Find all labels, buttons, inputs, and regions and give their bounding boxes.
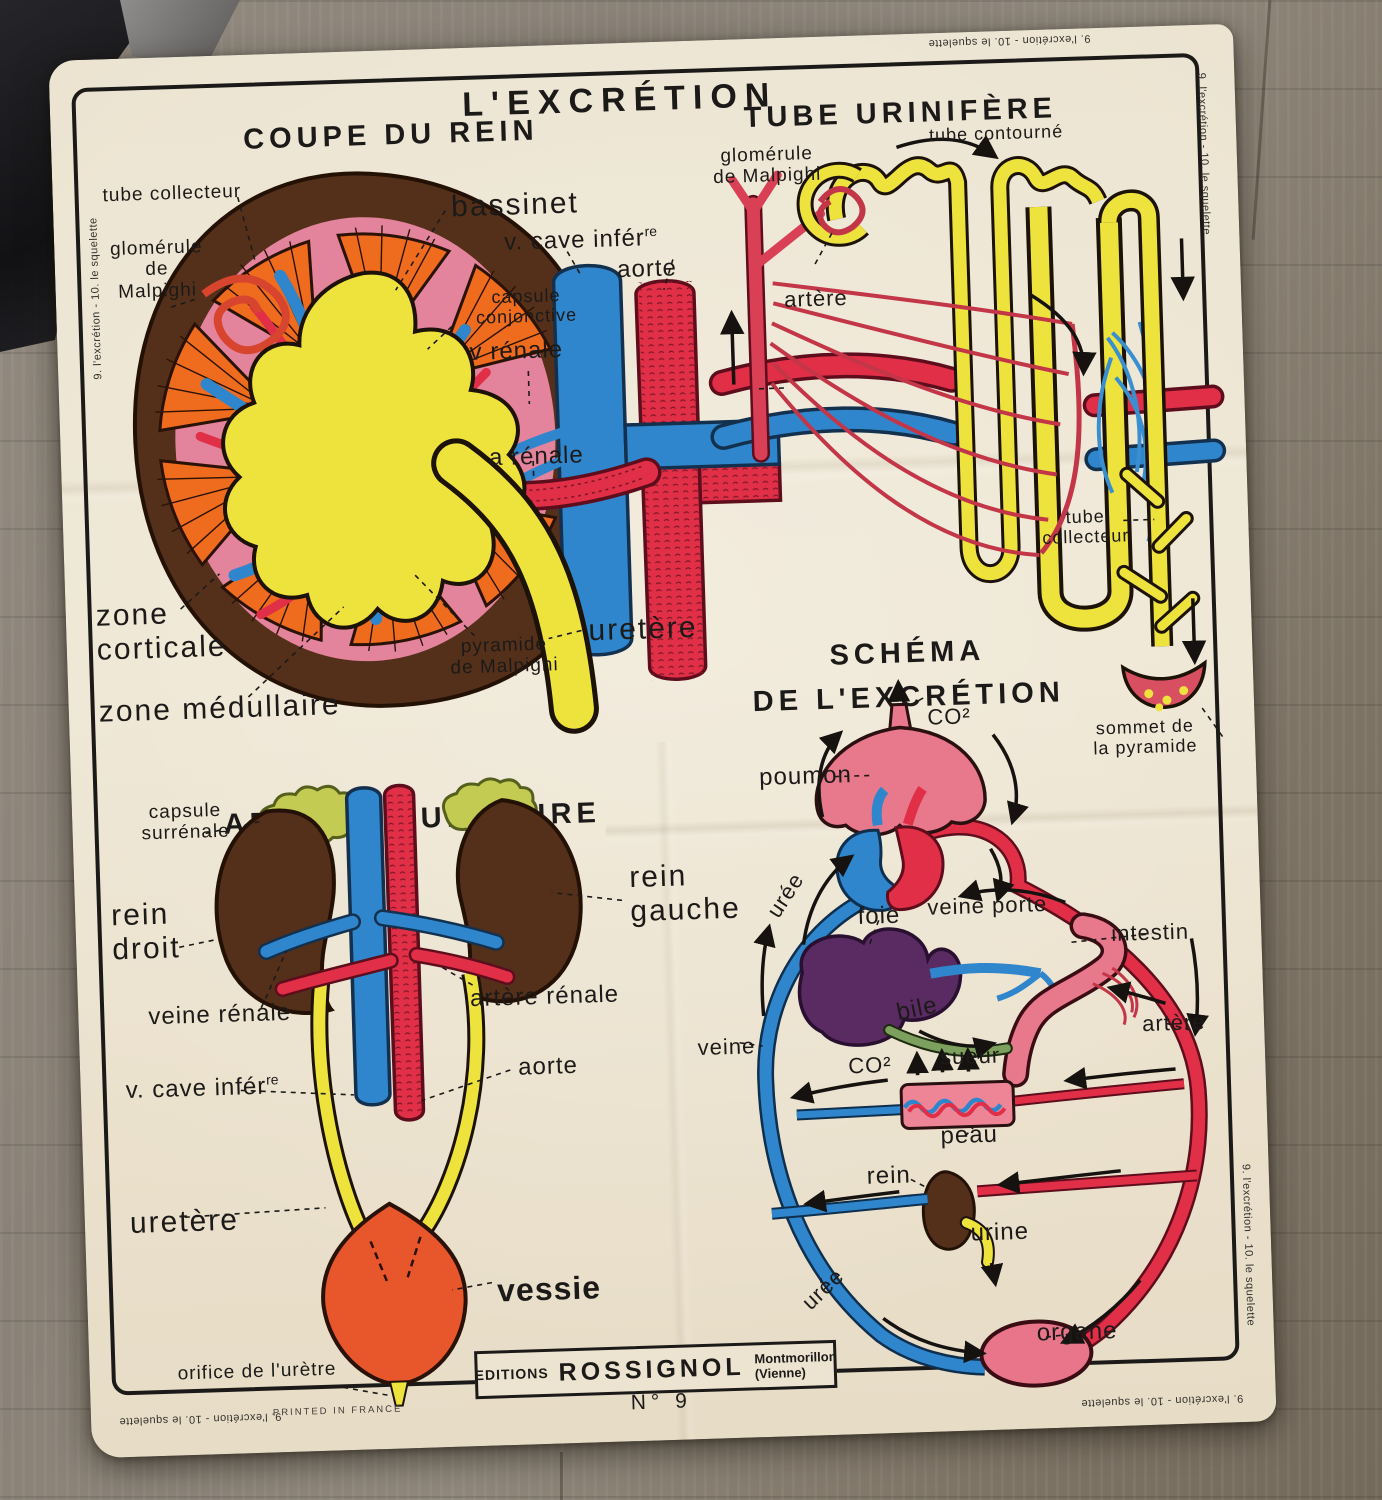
label-foie: foie [857,901,901,930]
lung [814,702,987,837]
label-rein-droit: rein droit [110,897,182,966]
edge-caption: 9. l'excrétion - 10. le squelette [928,32,1091,50]
bowman-capsule [796,161,869,247]
edge-caption: 9. l'excrétion - 10. le squelette [1080,1392,1244,1410]
label-glomerule-malpighi-2: glomérule de Malpighi [712,142,822,189]
label-artere-renale: artère rénale [469,980,620,1013]
nephron-diagram [708,134,1227,738]
circulation-loops [757,818,1208,1376]
renal-veins [257,909,505,961]
label-glomerule-malpighi: glomérule de Malpighi [109,236,203,303]
flow-arrows [720,134,1207,666]
label-bassinet: bassinet [450,186,580,224]
label-tube-collecteur-2: tube collecteur [1041,506,1130,549]
label-artere-nephron: artère [783,284,849,312]
label-co2-peau: CO² [847,1051,892,1079]
label-capsule-conjonctive: capsule conjonctive [475,284,578,328]
label-a-renale: a rénale [488,441,585,472]
urinary-system-diagram [179,777,623,1407]
label-vessie: vessie [496,1269,602,1309]
label-aorte-2: aorte [517,1051,579,1081]
pyramid-tip-cup [1120,659,1207,709]
label-v-renale: v rénale [469,335,564,366]
collecting-duct [1097,189,1207,712]
label-pyramide-malpighi: pyramide de Malpighi [450,633,559,679]
floor-plank-seam [560,1452,563,1500]
urethra-orifice [388,1380,410,1407]
label-veine-renale: veine rénale [147,998,292,1031]
poster-number: N° 9 [630,1389,693,1415]
label-veine-porte: veine porte [926,891,1048,920]
kidney-schema [771,1169,1198,1269]
label-urine: urine [970,1217,1030,1247]
leader-lines [170,196,674,698]
intestine [1002,912,1139,1088]
henle-loops [825,156,1134,632]
bladder [321,1201,468,1407]
label-rein-schema: rein [866,1161,912,1190]
label-veine: veine [697,1033,756,1061]
leader-lines [179,820,623,1397]
label-peau: peau [940,1120,999,1150]
label-organe: organe [1036,1317,1118,1347]
label-intestin: intestin [1110,918,1190,946]
publisher-name: ROSSIGNOL [558,1352,746,1387]
label-co2-poumon: CO² [926,703,972,730]
poster: 9. l'excrétion - 10. le squelette 9. l'e… [48,23,1277,1459]
label-v-cave-inferieure-2: v. cave inférre [125,1071,279,1105]
label-sueur: sueur [939,1042,1001,1070]
glomerulus-coil [201,274,290,355]
label-poumon: poumon [758,761,853,791]
renal-arteries [274,946,516,998]
leader-lines [758,228,1224,738]
label-zone-corticale: zone corticale [95,597,228,667]
skin [796,1078,1185,1130]
kidney-cross-section-diagram [132,171,783,734]
kidney-right [214,808,336,1015]
label-capsule-surrenale: capsule surrénale [141,799,231,845]
ureters [310,971,486,1243]
ureter-pelvis [221,270,599,734]
label-uretere-2: uretère [129,1203,240,1240]
label-tube-contourne: tube contourné [928,121,1064,146]
label-artere-schema: artère [1141,1009,1206,1037]
label-aorte: aorte [616,254,678,284]
heart [835,785,945,912]
floor-plank-seam [1251,0,1272,240]
label-rein-gauche: rein gauche [628,859,742,928]
publisher-editions: EDITIONS [474,1364,549,1384]
leader-lines [739,693,1193,1339]
aorta [634,279,783,681]
liver [797,927,963,1047]
label-uretere: uretère [587,610,699,648]
publisher-location: Montmorillon (Vienne) [754,1348,837,1382]
vena-cava-appareil [344,786,392,1107]
flow-arrows [753,679,1209,1364]
label-v-cave-inferieure: v. cave inférre [503,222,658,256]
aorta-appareil [382,783,426,1122]
excretion-schema-diagram [739,679,1209,1388]
label-tube-collecteur: tube collecteur [102,180,242,207]
